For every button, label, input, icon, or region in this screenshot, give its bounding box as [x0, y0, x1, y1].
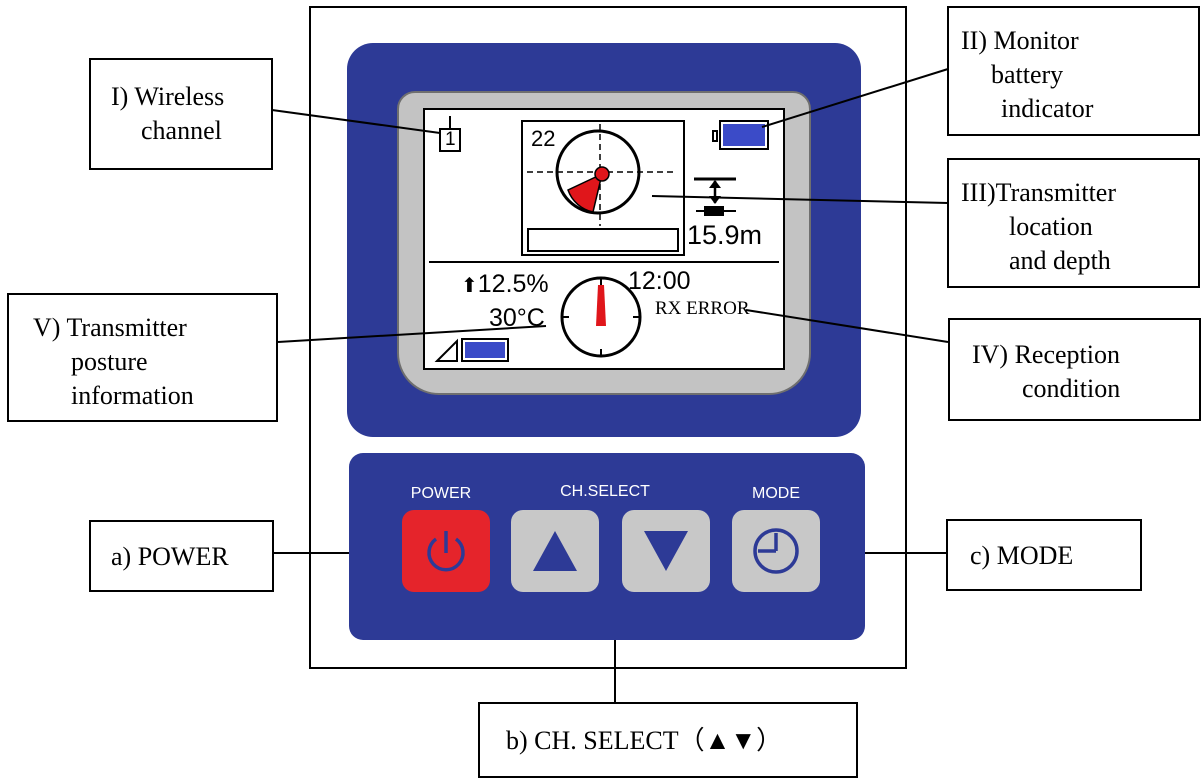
callout-line: battery: [991, 60, 1064, 89]
antenna-icon: [449, 116, 451, 130]
callout-line: information: [71, 381, 194, 410]
signal-number: 22: [531, 126, 556, 151]
pitch-value: 12.5%: [477, 270, 549, 298]
location-panel: 22: [521, 120, 685, 256]
pitch-arrow-icon: ⬆: [461, 275, 478, 297]
signal-triangle-icon: [434, 338, 458, 362]
posture-dial: [560, 276, 642, 358]
callout-line: condition: [1022, 374, 1121, 403]
callout-line: indicator: [1001, 94, 1094, 123]
power-button[interactable]: [402, 510, 490, 592]
monitor-battery-icon: [712, 120, 769, 150]
callout-mode: c) MODE: [946, 519, 1142, 591]
ch-select-key-label: CH.SELECT: [560, 483, 650, 500]
battery-terminal: [712, 130, 718, 142]
callout-power: a) POWER: [89, 520, 274, 592]
channel-indicator: 1: [439, 116, 461, 152]
mode-button[interactable]: [732, 510, 820, 592]
location-compass: [527, 124, 675, 226]
transmitter-battery-icon: [461, 338, 509, 362]
monitor-battery-fill: [723, 124, 765, 146]
callout-line: I) Wireless: [111, 82, 225, 111]
power-icon: [427, 531, 465, 572]
pitch-readout: ⬆12.5%: [461, 270, 549, 299]
mode-key-label: MODE: [752, 485, 800, 502]
callout-line: and depth: [1009, 246, 1111, 275]
depth-icon: [694, 177, 736, 216]
power-key-label: POWER: [410, 485, 472, 502]
callout-monitor-battery: II) Monitor battery indicator: [947, 6, 1200, 136]
transmitter-battery-fill: [465, 342, 505, 358]
triangle-down-icon: [644, 531, 688, 571]
channel-up-button[interactable]: [511, 510, 599, 592]
triangle-up-icon: [533, 531, 577, 571]
callout-line: c) MODE: [970, 541, 1074, 570]
callout-line: a) POWER: [111, 542, 229, 571]
callout-line: II) Monitor: [961, 26, 1079, 55]
location-bar: [527, 228, 679, 252]
callout-line: channel: [141, 116, 222, 145]
depth-readout: 15.9m: [687, 220, 763, 250]
clock-icon: [753, 528, 799, 574]
callout-line: location: [1009, 212, 1093, 241]
callout-transmitter-posture: V) Transmitter posture information: [7, 293, 278, 422]
callout-line: IV) Reception: [972, 340, 1121, 369]
callout-line: V) Transmitter: [33, 313, 187, 342]
callout-ch-select: b) CH. SELECT（▲▼）: [478, 702, 858, 778]
channel-down-button[interactable]: [622, 510, 710, 592]
callout-line: b) CH. SELECT（▲▼）: [506, 726, 783, 755]
callout-line: III)Transmitter: [961, 178, 1117, 207]
callout-line: posture: [71, 347, 148, 376]
lcd-divider: [429, 261, 779, 263]
clock-readout: 12:00: [628, 267, 691, 295]
channel-number: 1: [445, 129, 456, 150]
rx-status: RX ERROR: [655, 298, 750, 319]
callout-connectors: [271, 68, 949, 702]
callout-reception-condition: IV) Reception condition: [948, 318, 1201, 421]
callout-transmitter-location: III)Transmitter location and depth: [947, 158, 1200, 288]
callout-wireless-channel: I) Wireless channel: [89, 58, 273, 170]
